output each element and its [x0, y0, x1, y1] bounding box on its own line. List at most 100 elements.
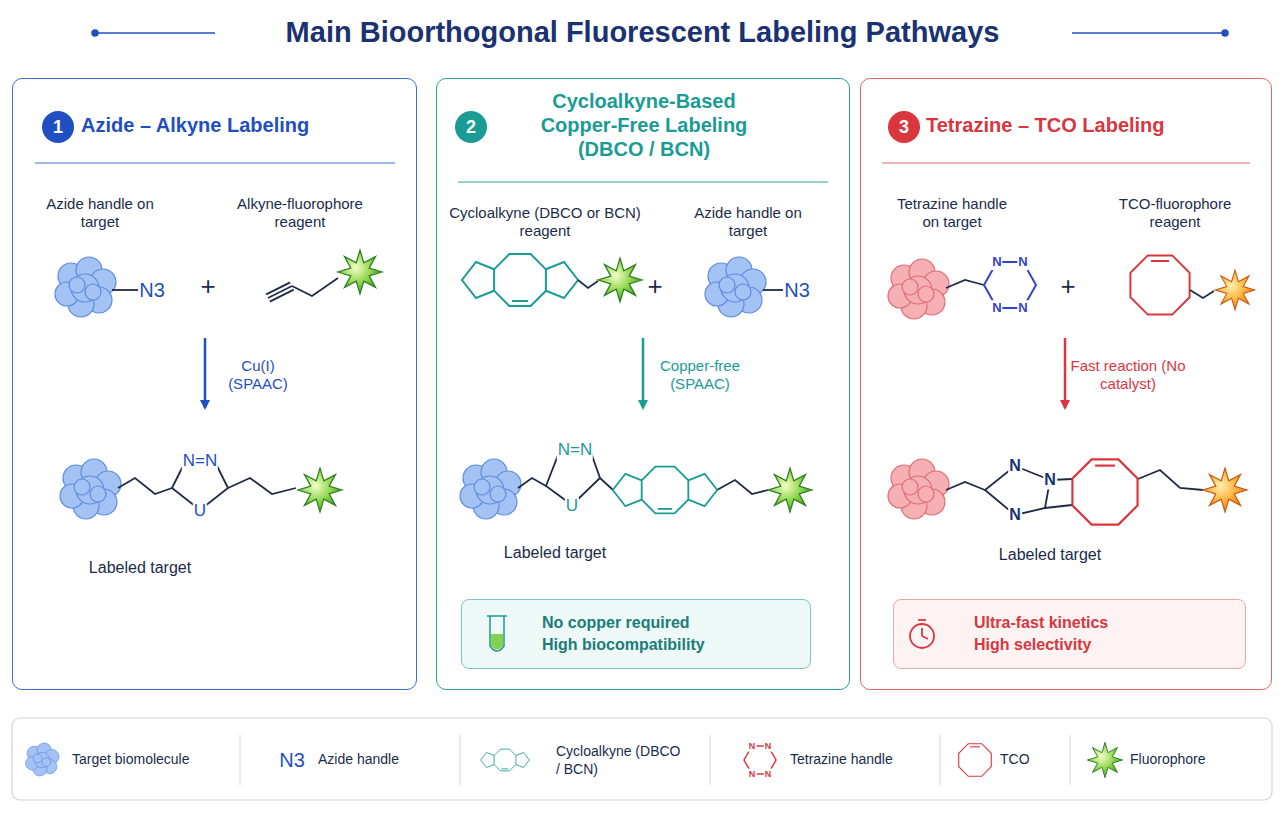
- legend-text: TCO: [1000, 751, 1030, 769]
- annotation-label: Labeled target: [89, 558, 191, 577]
- feature-text: High biocompatibility: [542, 634, 800, 656]
- legend-icon: [481, 749, 530, 771]
- step-badge: 3: [888, 111, 920, 143]
- annotation-label: Azide handle on target: [45, 195, 155, 231]
- step-number: 1: [42, 111, 74, 143]
- bond: [112, 289, 138, 291]
- annotation-label: Tetrazine handle on target: [892, 195, 1012, 231]
- illustration-stroke: [946, 482, 985, 490]
- step-number: 3: [888, 111, 920, 143]
- illustration-stroke: [240, 735, 241, 785]
- alkyne: [266, 278, 338, 302]
- step-badge: 2: [455, 111, 487, 143]
- atom-label: N: [748, 769, 757, 780]
- legend-text: Fluorophore: [1130, 751, 1206, 769]
- feature-text: Ultra-fast kinetics: [974, 612, 1235, 634]
- pathway-panel: Cycloalkyne-Based Copper-Free Labeling (…: [436, 78, 850, 690]
- feature-text: High selectivity: [974, 634, 1235, 656]
- illustration-stroke: [717, 480, 768, 494]
- bond: [946, 280, 984, 288]
- panel-heading: Cycloalkyne-Based Copper-Free Labeling (…: [519, 89, 769, 161]
- legend-text: Cycloalkyne (DBCO / BCN): [556, 743, 686, 778]
- atom-label: N: [1017, 300, 1028, 316]
- tco: [1130, 255, 1189, 314]
- feature-text: No copper required: [542, 612, 800, 634]
- atom-label: N: [1008, 456, 1022, 475]
- illustration-stroke: [92, 30, 98, 36]
- annotation-label: Cu(I) (SPAAC): [218, 357, 298, 393]
- annotation-label: +: [1060, 271, 1075, 302]
- illustration-stroke: [460, 735, 461, 785]
- annotation-label: Copper-free (SPAAC): [650, 357, 750, 393]
- biomolecule: [60, 459, 121, 519]
- panel-rule: [882, 163, 1250, 164]
- legend-icon: [959, 744, 992, 777]
- illustration-stroke: [600, 478, 613, 490]
- legend-icon: [26, 743, 60, 776]
- panel-heading: Azide – Alkyne Labeling: [81, 113, 401, 137]
- pathway-panel: Azide – Alkyne Labeling 1: [12, 78, 417, 690]
- atom-label: N: [1008, 505, 1022, 524]
- step-number: 2: [455, 111, 487, 143]
- illustration-stroke: [270, 290, 294, 302]
- annotation-label: N3: [279, 748, 305, 772]
- illustration-stroke: [940, 735, 941, 785]
- panel-rule: [35, 163, 395, 164]
- biomolecule: [888, 259, 949, 319]
- illustration-stroke: [228, 478, 296, 494]
- legend-icon: [1087, 742, 1122, 777]
- annotation-label: Fast reaction (No catalyst): [1068, 357, 1188, 393]
- panel-rule: [458, 182, 828, 183]
- annotation-label: Labeled target: [504, 543, 606, 562]
- illustration-stroke: [1222, 30, 1228, 36]
- illustration-stroke: [1070, 735, 1071, 785]
- atom-label: N: [1017, 254, 1028, 270]
- legend-text: Target biomolecule: [72, 751, 190, 769]
- step-badge: 1: [42, 111, 74, 143]
- bond: [1190, 290, 1214, 298]
- reaction-arrow: [642, 338, 645, 408]
- annotation-label: Labeled target: [999, 545, 1101, 564]
- fluorophore: [298, 468, 342, 512]
- annotation-label: N3: [784, 278, 810, 302]
- annotation-label: +: [647, 271, 662, 302]
- illustration-stroke: [95, 32, 215, 34]
- illustration-stroke: [1045, 505, 1072, 508]
- fluorophore: [1215, 270, 1255, 310]
- cycloalkyne: [462, 254, 578, 306]
- reaction-arrow: [204, 338, 207, 408]
- atom-label: N: [991, 254, 1002, 270]
- legend-text: Azide handle: [318, 751, 399, 769]
- illustration-stroke: [1072, 32, 1225, 34]
- atom-label: N: [764, 769, 773, 780]
- fluorophore: [598, 258, 642, 302]
- annotation-label: Azide handle on target: [693, 204, 803, 240]
- reaction-arrow: [1064, 338, 1067, 408]
- atom-label: N: [764, 741, 773, 752]
- cycloalkyne: [613, 467, 717, 514]
- illustration-stroke: [1138, 470, 1203, 490]
- triazole: [518, 450, 768, 505]
- bond: [763, 289, 783, 291]
- illustration-stroke: [710, 735, 711, 785]
- tco: [1072, 459, 1137, 524]
- feature-box: Ultra-fast kineticsHigh selectivity: [893, 599, 1246, 669]
- fluorophore: [768, 468, 812, 512]
- biomolecule: [55, 257, 116, 317]
- atom-label: N: [991, 300, 1002, 316]
- bond: [578, 280, 598, 288]
- atom-label: U: [565, 496, 579, 516]
- fluorophore: [338, 250, 382, 294]
- pathway-panel: Tetrazine – TCO Labeling3Ultra-fast kine…: [860, 78, 1272, 690]
- biomolecule: [888, 459, 949, 519]
- annotation-label: +: [200, 271, 215, 302]
- biomolecule: [705, 257, 766, 317]
- legend-divider: [240, 735, 1070, 785]
- annotation-label: Cycloalkyne (DBCO or BCN) reagent: [440, 204, 650, 240]
- annotation-label: Alkyne-fluorophore reagent: [230, 195, 370, 231]
- fluorophore: [1203, 468, 1247, 512]
- atom-label: U: [193, 501, 207, 521]
- atom-label: N=N: [182, 451, 218, 471]
- annotation-label: N3: [139, 278, 165, 302]
